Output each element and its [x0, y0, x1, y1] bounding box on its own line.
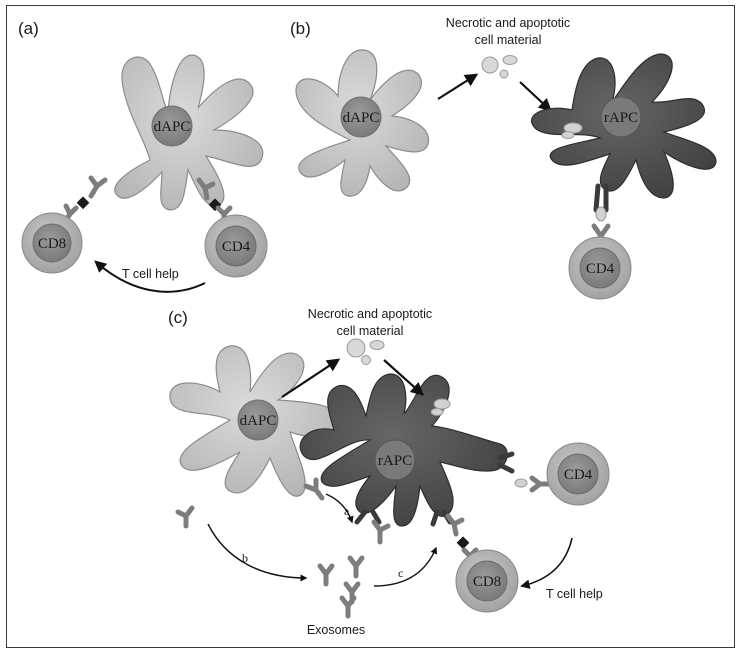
path-c-label: c [398, 566, 403, 580]
mhc-contact-c [303, 477, 325, 501]
path-b-label: b [242, 551, 248, 565]
mhc-antigen-left-a [63, 175, 108, 223]
mhc-rapc-cd8-c [445, 513, 465, 537]
cd4-label-c: CD4 [564, 467, 593, 483]
dapc-label-c: dAPC [240, 413, 277, 429]
t-cell-help-arrow-a [94, 260, 206, 293]
path-a-label: a [344, 504, 350, 518]
exosome-cluster [317, 555, 365, 619]
cd4-label-b: CD4 [586, 261, 615, 277]
exosome-icon [317, 563, 335, 587]
rapc-label-b: rAPC [604, 110, 638, 126]
mhc-dapc-left-c [175, 505, 195, 529]
antigen-icon [456, 536, 470, 550]
necrotic-label-b-line2: cell material [475, 33, 542, 47]
rapc-cell-c: rAPC [299, 373, 515, 527]
cd4-cell-c: CD4 [546, 442, 610, 506]
exosome-icon [347, 555, 365, 579]
dapc-label-a: dAPC [154, 119, 191, 135]
exosome-icon [339, 595, 357, 619]
cd8-label-c: CD8 [473, 574, 501, 590]
t-cell-help-arrow-c [520, 537, 573, 589]
cd8-label-a: CD8 [38, 236, 66, 252]
arrow-to-rapc-c [383, 359, 424, 396]
t-cell-help-label-c: T cell help [546, 587, 603, 601]
necrotic-label-b-line1: Necrotic and apoptotic [446, 16, 570, 30]
cell-debris-b [481, 55, 518, 79]
antigen-icon [76, 196, 90, 210]
path-b-arrow [207, 523, 308, 582]
necrotic-label-c-line1: Necrotic and apoptotic [308, 307, 432, 321]
dapc-cell-c: dAPC [169, 345, 345, 497]
dapc-label-b: dAPC [343, 110, 380, 126]
mhc-rapc-bottom-c [371, 519, 391, 545]
rapc-cell-b: rAPC [531, 53, 717, 213]
arrow-to-debris-c [281, 358, 341, 398]
exosomes-label: Exosomes [307, 623, 365, 637]
cd4-cell-a: CD4 [204, 214, 268, 278]
dapc-cell-a: dAPC [114, 54, 264, 211]
dapc-cell-b: dAPC [295, 49, 430, 197]
cell-debris-c [346, 338, 385, 365]
cd4-label-a: CD4 [222, 239, 251, 255]
panel-c-label: (c) [168, 308, 188, 327]
arrow-to-debris-b [437, 73, 479, 100]
cd4-cell-b: CD4 [568, 236, 632, 300]
panel-a-label: (a) [18, 19, 39, 38]
cd8-cell-c: CD8 [455, 549, 519, 613]
cd8-cell-a: CD8 [21, 212, 83, 274]
panel-b-label: (b) [290, 19, 311, 38]
path-a-arrow [325, 493, 354, 524]
arrow-to-rapc-b [519, 81, 552, 112]
t-cell-help-label-a: T cell help [122, 267, 179, 281]
necrotic-label-c-line2: cell material [337, 324, 404, 338]
antigen-cd4-c [514, 478, 528, 488]
rapc-label-c: rAPC [378, 453, 412, 469]
path-c-arrow [373, 546, 438, 587]
mhc-antigen-right-a [196, 177, 233, 225]
